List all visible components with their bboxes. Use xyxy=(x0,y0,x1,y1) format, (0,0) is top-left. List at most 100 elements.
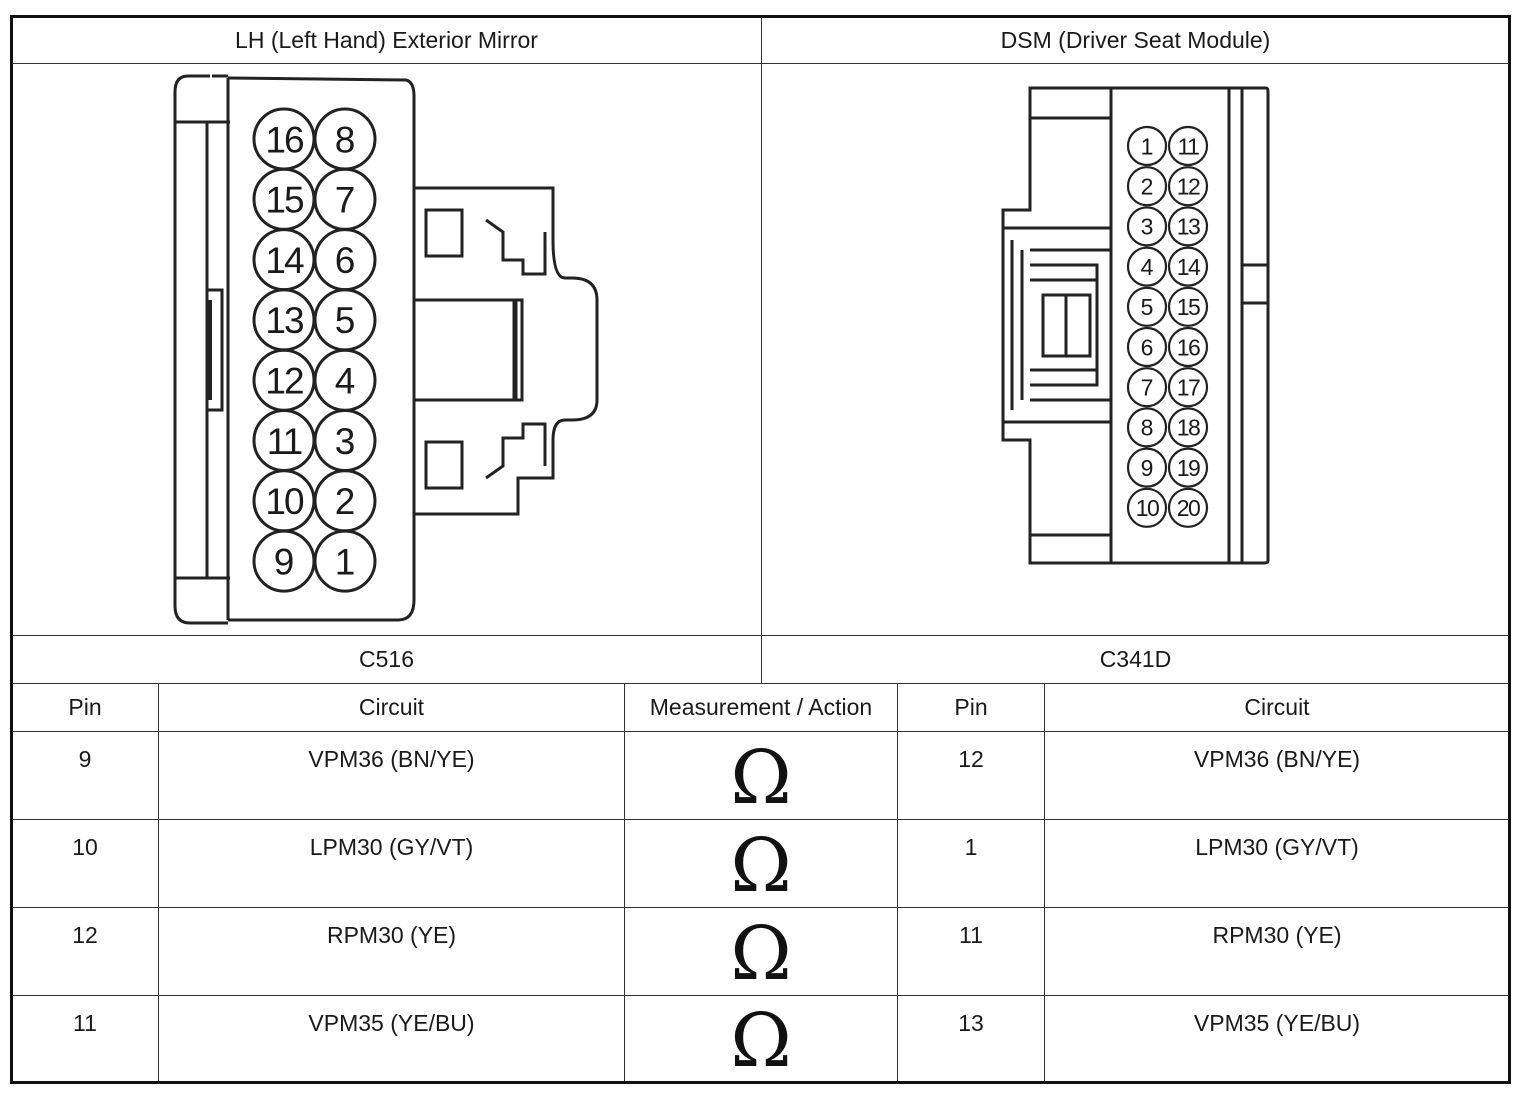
pin-b-cell: 13 xyxy=(898,996,1044,1081)
circuit-b-cell: LPM30 (GY/VT) xyxy=(1045,820,1509,907)
pin-number: 8 xyxy=(335,119,356,160)
col-header-circuit-b: Circuit xyxy=(1045,684,1509,731)
pin-a-value: 9 xyxy=(78,746,92,772)
pin-number: 4 xyxy=(335,361,356,402)
pin-number: 6 xyxy=(335,240,356,281)
pin-number: 1 xyxy=(335,541,356,582)
pin-circle xyxy=(1167,407,1209,448)
pin-circle xyxy=(1126,166,1168,207)
pin-number: 10 xyxy=(265,481,304,522)
pin-a-cell: 9 xyxy=(12,732,158,819)
circuit-a-value: RPM30 (YE) xyxy=(326,922,457,948)
divider xyxy=(761,17,762,683)
pin-number: 4 xyxy=(1141,254,1154,280)
pin-a-value: 10 xyxy=(72,834,98,860)
col-header-measurement: Measurement / Action xyxy=(625,684,897,731)
pin-number: 14 xyxy=(1177,254,1201,280)
pin-circle xyxy=(1167,447,1209,488)
circuit-b-cell: RPM30 (YE) xyxy=(1045,908,1509,995)
pin-circle xyxy=(1126,487,1168,528)
pin-number: 2 xyxy=(335,481,356,522)
pin-number: 8 xyxy=(1141,415,1154,441)
divider xyxy=(12,995,1509,996)
col-header-pin-b: Pin xyxy=(898,684,1044,731)
pin-b-cell: 11 xyxy=(898,908,1044,995)
pin-circle xyxy=(1167,206,1209,247)
pin-circle xyxy=(1126,206,1168,247)
pin-number: 1 xyxy=(1141,133,1154,159)
pin-number: 15 xyxy=(1177,294,1200,320)
pin-number: 12 xyxy=(1177,173,1200,199)
connector-title-text: DSM (Driver Seat Module) xyxy=(1000,26,1271,53)
divider xyxy=(1044,683,1045,1081)
pin-circle xyxy=(313,529,377,593)
pin-number: 3 xyxy=(335,421,356,462)
col-header-text: Circuit xyxy=(358,694,425,720)
pin-circle xyxy=(1126,246,1168,287)
pin-b-value: 11 xyxy=(959,922,983,948)
divider xyxy=(158,683,159,1081)
divider xyxy=(12,683,1509,684)
pin-number: 13 xyxy=(265,300,303,341)
circuit-b-cell: VPM36 (BN/YE) xyxy=(1045,732,1509,819)
pin-circle xyxy=(1126,326,1168,368)
col-header-text: Pin xyxy=(68,694,102,720)
pin-circle xyxy=(1126,367,1168,408)
pin-number: 15 xyxy=(265,180,304,221)
pin-number: 2 xyxy=(1141,173,1154,199)
connector-title-text: LH (Left Hand) Exterior Mirror xyxy=(235,26,538,53)
circuit-b-value: VPM36 (BN/YE) xyxy=(1193,746,1361,772)
pin-circle xyxy=(1126,447,1168,488)
divider xyxy=(897,683,898,1081)
circuit-a-value: LPM30 (GY/VT) xyxy=(309,834,474,860)
pin-b-value: 12 xyxy=(958,746,984,772)
pin-a-value: 11 xyxy=(73,1010,97,1036)
circuit-a-value: VPM36 (BN/YE) xyxy=(308,746,475,772)
connector-title-c516: LH (Left Hand) Exterior Mirror xyxy=(12,17,761,63)
pin-a-cell: 11 xyxy=(12,996,158,1081)
pin-circle xyxy=(1167,166,1209,207)
divider xyxy=(12,819,1509,820)
pin-circle xyxy=(1126,407,1168,448)
circuit-b-value: LPM30 (GY/VT) xyxy=(1195,834,1359,860)
pin-number: 11 xyxy=(1178,133,1200,159)
divider xyxy=(12,731,1509,732)
circuit-a-cell: VPM35 (YE/BU) xyxy=(159,996,624,1081)
pin-number: 11 xyxy=(267,421,302,462)
ohm-symbol-icon: Ω xyxy=(730,735,792,821)
pin-circle xyxy=(1167,367,1209,408)
pin-a-value: 12 xyxy=(72,922,98,948)
connector-id-c341d: C341D xyxy=(762,636,1509,683)
pin-circle xyxy=(1126,125,1168,167)
pin-circle xyxy=(1167,125,1209,167)
pin-number: 16 xyxy=(265,119,303,160)
pin-circle xyxy=(1167,286,1209,327)
pin-number: 6 xyxy=(1141,334,1154,360)
circuit-b-cell: VPM35 (YE/BU) xyxy=(1045,996,1509,1081)
divider xyxy=(624,683,625,1081)
pin-number: 14 xyxy=(265,240,304,281)
pin-b-cell: 1 xyxy=(898,820,1044,907)
pin-number: 7 xyxy=(335,180,356,221)
pin-circle xyxy=(1126,286,1168,327)
divider xyxy=(12,63,1509,64)
pin-number: 18 xyxy=(1177,415,1200,441)
pin-number: 7 xyxy=(1141,374,1154,400)
pin-number: 3 xyxy=(1141,214,1154,240)
pin-b-cell: 12 xyxy=(898,732,1044,819)
pin-number: 13 xyxy=(1177,214,1200,240)
connector-id-text: C516 xyxy=(359,646,414,672)
pin-circle xyxy=(1167,487,1209,528)
pin-b-value: 1 xyxy=(964,834,978,860)
divider xyxy=(12,635,1509,636)
ohm-symbol-icon: Ω xyxy=(730,911,792,997)
pin-number: 12 xyxy=(265,361,303,402)
ohm-symbol-icon: Ω xyxy=(730,998,792,1084)
circuit-b-value: RPM30 (YE) xyxy=(1212,922,1342,948)
pin-circle xyxy=(1167,326,1209,368)
pin-number: 5 xyxy=(335,300,356,341)
ohm-symbol-icon: Ω xyxy=(730,823,792,909)
